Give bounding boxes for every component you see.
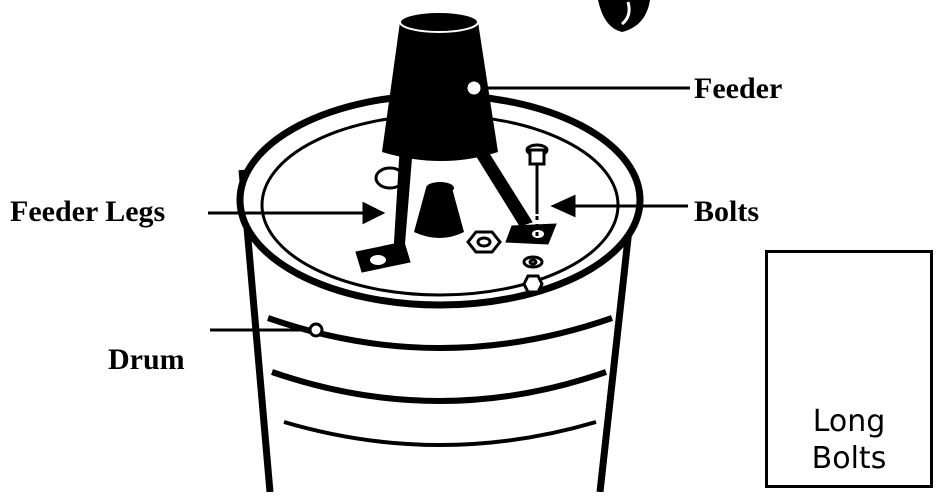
long-bolts-inset: Long Bolts [765,250,933,488]
inset-caption: Long Bolts [768,403,930,477]
lid-opening [414,182,464,238]
inset-caption-line1: Long [812,404,886,439]
feeder-legs-label: Feeder Legs [10,195,166,228]
feeder-label: Feeder [694,72,783,105]
inset-caption-line2: Bolts [811,441,887,476]
drum-label: Drum [108,343,185,376]
pointer-lines [208,78,690,338]
bolt-assembly [522,143,549,294]
drum-pointer-dot [308,322,324,338]
bolts-label: Bolts [694,195,760,228]
corner-shape [598,0,650,32]
nut-front [466,230,502,254]
feeder-pointer-dot [464,78,484,98]
feeder [382,11,498,161]
